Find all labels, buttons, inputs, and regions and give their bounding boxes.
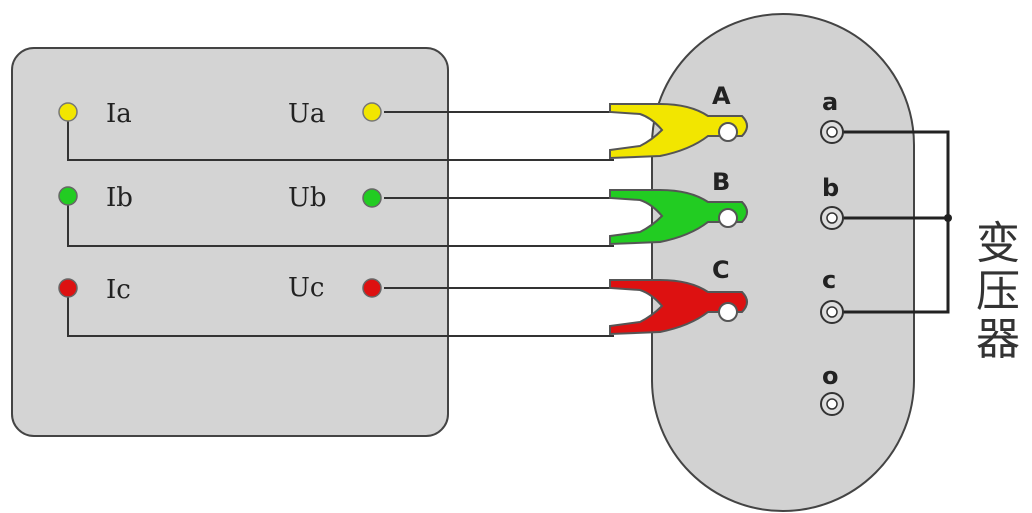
label-phase-c: C: [712, 256, 730, 284]
label-ic: Ic: [106, 275, 131, 305]
transformer-label-char-3: 器: [976, 314, 1020, 365]
transformer-label-char-1: 变: [976, 218, 1020, 269]
wire-ia: [67, 112, 614, 161]
terminal-ub[interactable]: [362, 188, 382, 208]
secondary-terminal-b[interactable]: [820, 206, 844, 230]
terminal-ib[interactable]: [58, 186, 78, 206]
clamp-phase-a[interactable]: [609, 103, 748, 160]
short-junction-dot: [944, 214, 952, 222]
label-ib: Ib: [106, 183, 133, 213]
clamp-phase-b[interactable]: [609, 189, 748, 246]
voltage-wires: [384, 111, 614, 289]
transformer-body: [651, 13, 915, 512]
wire-ic: [67, 288, 614, 337]
label-ua: Ua: [288, 99, 325, 129]
label-uc: Uc: [288, 273, 324, 303]
terminal-ia[interactable]: [58, 102, 78, 122]
label-phase-b: B: [712, 168, 730, 196]
label-ub: Ub: [288, 183, 327, 213]
instrument-panel: [11, 47, 449, 437]
secondary-terminal-c[interactable]: [820, 300, 844, 324]
label-ia: Ia: [106, 99, 132, 129]
clamp-phase-c[interactable]: [609, 279, 748, 336]
terminal-ic[interactable]: [58, 278, 78, 298]
current-wires: [67, 112, 614, 337]
terminal-uc[interactable]: [362, 278, 382, 298]
terminal-ua[interactable]: [362, 102, 382, 122]
label-secondary-o: o: [822, 362, 839, 390]
secondary-terminal-o[interactable]: [820, 392, 844, 416]
label-secondary-a: a: [822, 88, 838, 116]
label-phase-a: A: [712, 82, 731, 110]
transformer-label-char-2: 压: [976, 266, 1020, 317]
secondary-terminal-a[interactable]: [820, 120, 844, 144]
label-secondary-c: c: [822, 266, 836, 294]
wire-ib: [67, 196, 614, 247]
label-secondary-b: b: [822, 174, 839, 202]
